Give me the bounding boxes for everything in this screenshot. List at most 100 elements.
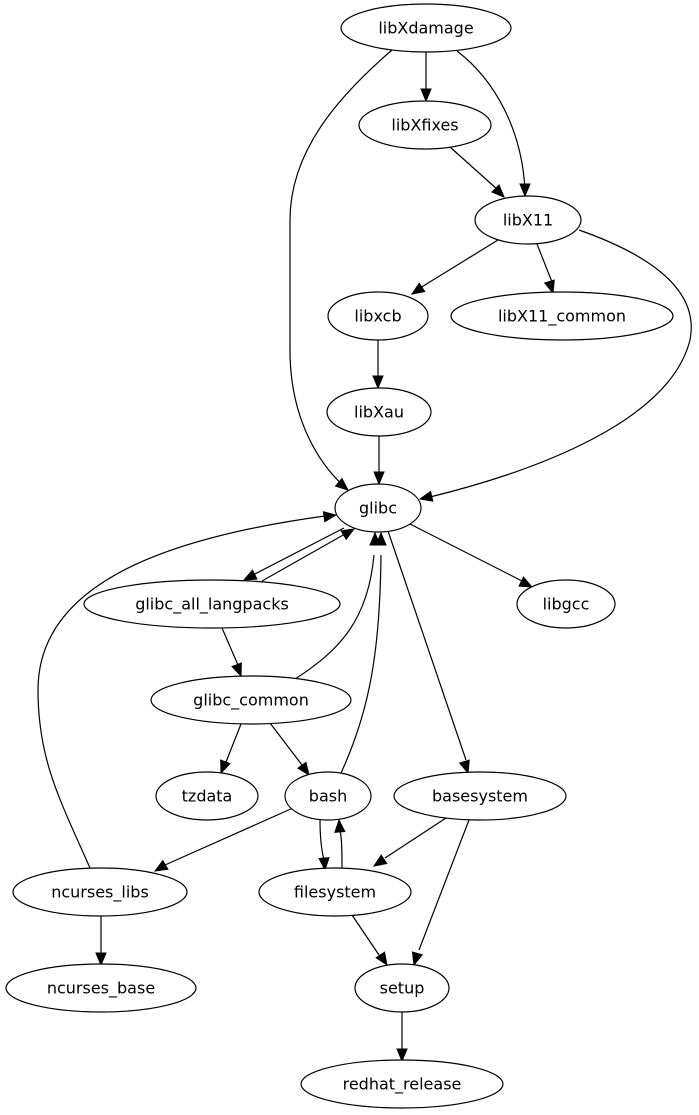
- node-shape: [354, 963, 450, 1013]
- node-label: libgcc: [543, 595, 590, 614]
- edge-line: [418, 819, 470, 951]
- edge-setup-to-redhat_release: [396, 1012, 408, 1063]
- node-label: ncurses_libs: [51, 883, 149, 903]
- node-shape: [334, 483, 422, 533]
- node-label: libxcb: [354, 307, 401, 326]
- node-libX11: libX11: [474, 195, 582, 245]
- node-setup: setup: [354, 963, 450, 1013]
- edge-basesystem-to-filesystem: [372, 817, 447, 867]
- edge-filesystem-to-setup: [351, 914, 388, 967]
- edge-line: [319, 819, 325, 861]
- edge-line: [269, 722, 303, 766]
- edge-bash-to-ncurses_libs: [153, 807, 294, 872]
- edge-glibc-to-libgcc: [409, 523, 534, 588]
- node-label: libX11: [503, 211, 553, 230]
- edge-line: [340, 554, 382, 774]
- arrowhead-icon: [242, 569, 258, 581]
- edge-libxcb-to-libXau: [372, 340, 384, 390]
- arrowhead-icon: [372, 375, 384, 390]
- arrowhead-icon: [340, 528, 356, 541]
- node-libXdamage: libXdamage: [340, 3, 512, 53]
- arrowhead-icon: [458, 759, 470, 775]
- edge-line: [384, 817, 447, 859]
- node-libXau: libXau: [326, 387, 432, 437]
- node-shape: [155, 771, 259, 821]
- node-shape: [327, 291, 429, 341]
- edge-glibc-to-glibc_all_langpacks: [242, 527, 345, 581]
- node-shape: [516, 579, 616, 629]
- nodes-layer: libXdamage libXfixes libX11 libxcb libX11_co…: [5, 3, 674, 1109]
- arrowhead-icon: [318, 857, 330, 872]
- node-shape: [358, 100, 492, 150]
- node-shape: [284, 771, 372, 821]
- edge-line: [221, 627, 239, 666]
- node-ncurses-libs: ncurses_libs: [12, 867, 188, 917]
- edge-line: [351, 914, 380, 956]
- arrowhead-icon: [373, 471, 385, 486]
- node-libXfixes: libXfixes: [358, 100, 492, 150]
- arrowhead-icon: [95, 952, 107, 967]
- arrowhead-icon: [519, 183, 531, 198]
- edge-libXau-to-glibc: [373, 436, 385, 486]
- edge-libXdamage-to-glibc: [289, 49, 393, 491]
- node-redhat-release: redhat_release: [300, 1059, 504, 1109]
- node-shape: [393, 771, 567, 821]
- edge-line: [289, 49, 393, 488]
- arrowhead-icon: [153, 859, 169, 872]
- node-shape: [474, 195, 582, 245]
- node-tzdata: tzdata: [155, 771, 259, 821]
- arrowhead-icon: [375, 951, 388, 967]
- node-shape: [150, 675, 352, 725]
- node-shape: [83, 579, 341, 629]
- node-label: tzdata: [182, 787, 233, 806]
- edge-glibc_common-to-tzdata: [220, 723, 242, 775]
- edge-line: [252, 527, 345, 576]
- edge-glibc_common-to-bash: [269, 722, 310, 777]
- arrowhead-icon: [418, 490, 434, 502]
- node-glibc-all-langpacks: glibc_all_langpacks: [83, 579, 341, 629]
- edge-line: [449, 146, 499, 191]
- arrowhead-icon: [410, 282, 426, 295]
- edge-line: [387, 530, 467, 761]
- edge-line: [339, 829, 343, 869]
- node-label: libX11_common: [498, 307, 626, 327]
- arrowhead-icon: [518, 576, 534, 588]
- node-glibc-common: glibc_common: [150, 675, 352, 725]
- edge-glibc_all_langpacks-to-glibc: [261, 528, 356, 582]
- arrowhead-icon: [411, 951, 423, 967]
- edge-line: [294, 554, 375, 680]
- node-label: basesystem: [432, 787, 528, 806]
- node-shape: [5, 963, 197, 1013]
- node-ncurses-base: ncurses_base: [5, 963, 197, 1013]
- edge-filesystem-to-bash: [334, 818, 346, 869]
- edge-line: [419, 239, 499, 289]
- edge-line: [164, 807, 294, 866]
- arrowhead-icon: [231, 662, 242, 678]
- arrowhead-icon: [420, 88, 432, 103]
- node-glibc: glibc: [334, 483, 422, 533]
- edge-bash-to-filesystem: [318, 819, 330, 872]
- arrowhead-icon: [491, 184, 505, 198]
- edge-line: [536, 243, 553, 283]
- edge-libX11-to-libxcb: [410, 239, 499, 295]
- arrowhead-icon: [334, 818, 346, 833]
- arrowhead-icon: [334, 477, 349, 491]
- edge-line: [456, 50, 526, 191]
- node-shape: [326, 387, 432, 437]
- node-shape: [12, 867, 188, 917]
- arrowhead-icon: [296, 761, 310, 777]
- edges-layer: [37, 49, 692, 1063]
- edge-libX11-to-glibc: [418, 229, 692, 502]
- node-shape: [300, 1059, 504, 1109]
- node-shape: [340, 3, 512, 53]
- edge-line: [37, 515, 326, 869]
- edge-basesystem-to-setup: [411, 819, 470, 967]
- node-label: libXau: [354, 403, 404, 422]
- edge-line: [409, 523, 523, 582]
- node-libgcc: libgcc: [516, 579, 616, 629]
- node-bash: bash: [284, 771, 372, 821]
- node-label: glibc: [359, 499, 397, 518]
- node-label: filesystem: [294, 883, 376, 902]
- node-label: bash: [309, 787, 347, 806]
- node-label: libXfixes: [391, 116, 458, 135]
